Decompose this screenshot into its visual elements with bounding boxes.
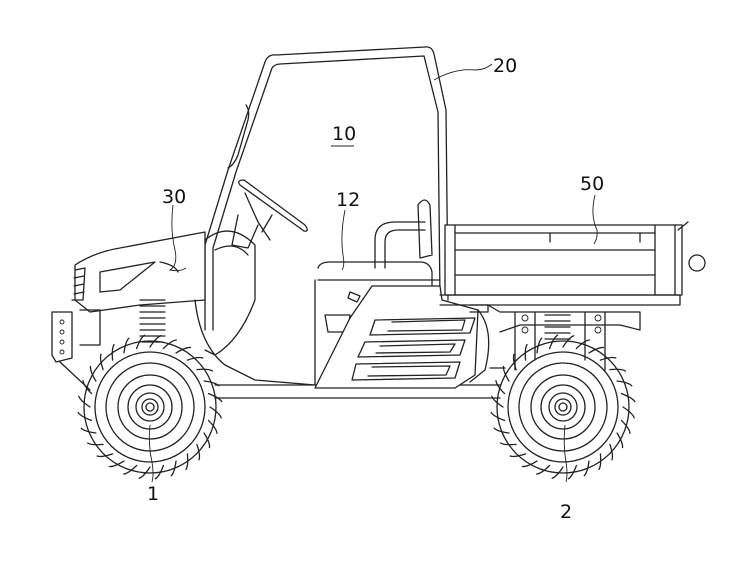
tire-tread-lug (599, 356, 617, 361)
tire-tread-lug (588, 346, 605, 354)
tire-tread-lug (521, 460, 538, 468)
tire-tread-lug (89, 365, 97, 382)
tire-tread-lug (80, 427, 97, 434)
tire-tread-lug (78, 395, 91, 408)
seat (374, 199, 433, 269)
leader-30 (168, 204, 187, 272)
tire-tread-lug (209, 406, 222, 419)
tire-tread-lug (186, 356, 204, 361)
label-10: 10 (332, 123, 356, 145)
tire-tread-lug (616, 432, 624, 449)
label-20: 20 (493, 55, 517, 77)
tire-tread-lug (567, 464, 578, 480)
label-12: 12 (336, 189, 360, 211)
tire-tread-lug (203, 380, 220, 387)
tire-tread-lug (111, 343, 115, 361)
tire-tread-lug (536, 337, 543, 354)
tire-tread-lug (512, 353, 517, 371)
tire-tread-lug (77, 411, 93, 422)
tire-tread-lug (154, 464, 165, 480)
tire-tread-lug (108, 460, 125, 468)
tire-tread-lug (82, 380, 93, 395)
tire-tread-lug (524, 343, 528, 361)
steering-wheel (231, 179, 308, 249)
tire-tread-lug (493, 427, 510, 434)
tire-tread-lug (490, 411, 506, 422)
tire-tread-lug (562, 335, 575, 348)
tire-tread-lug (575, 339, 590, 350)
tire-tread-lug (196, 443, 201, 461)
leader-lines (148, 63, 598, 483)
label-30: 30 (162, 186, 186, 208)
tire-tread-lug (609, 443, 614, 461)
front-bumper (51, 309, 101, 391)
tire-tread-lug (207, 419, 218, 434)
leader-50 (592, 194, 598, 245)
step-panel (314, 285, 490, 389)
tire-tread-lug (495, 380, 506, 395)
leader-12 (341, 209, 346, 271)
tire-tread-lug (135, 334, 146, 350)
tire-tread-lug (502, 365, 510, 382)
tire-tread-lug (622, 406, 635, 419)
tire-tread-lug (138, 466, 151, 479)
tire-tread-lug (99, 353, 104, 371)
tire-tread-lug (609, 368, 627, 372)
tire-tread-lug (175, 346, 192, 354)
leader-2 (563, 424, 568, 483)
tire-tread-lug (620, 419, 631, 434)
cargo-bed (439, 221, 706, 313)
label-1: 1 (147, 483, 159, 505)
front-suspension (139, 299, 166, 343)
tire-tread-lug (620, 392, 636, 403)
tire-tread-lug (123, 464, 138, 475)
tire-tread-lug (548, 334, 559, 350)
leader-1 (148, 424, 154, 483)
tire-tread-lug (616, 380, 633, 387)
tire-tread-lug (170, 460, 177, 477)
tire-tread-lug (491, 395, 504, 408)
tire-tread-lug (149, 335, 162, 348)
tire-tread-lug (162, 339, 177, 350)
roll-cage (204, 46, 449, 331)
rear-suspension (487, 304, 641, 371)
tire-tread-lug (499, 442, 517, 446)
label-2: 2 (560, 501, 572, 523)
tire-tread-lug (86, 442, 104, 446)
rear-wheel (490, 334, 636, 480)
tire-tread-lug (185, 453, 189, 471)
tire-tread-lug (536, 464, 551, 475)
tire-tread-lug (207, 392, 223, 403)
tire-tread-lug (203, 432, 211, 449)
tire-tread-lug (196, 368, 214, 372)
leader-20 (433, 63, 493, 81)
label-50: 50 (580, 173, 604, 195)
front-hood (71, 230, 256, 356)
tire-tread-lug (123, 337, 130, 354)
front-wheel (77, 334, 223, 480)
tire-tread-lug (583, 460, 590, 477)
tire-tread-lug (96, 453, 114, 458)
tire-tread-lug (509, 453, 527, 458)
tire-tread-lug (551, 466, 564, 479)
tire-tread-lug (598, 453, 602, 471)
